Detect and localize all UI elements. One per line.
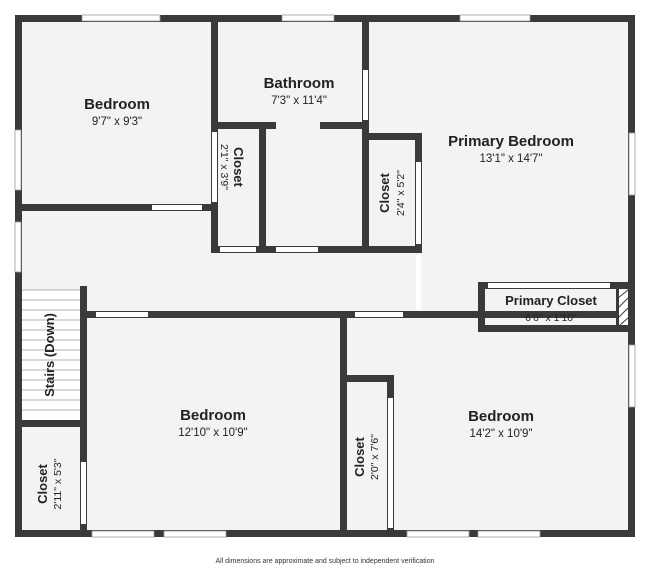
closet-se-name: Closet [352, 436, 367, 476]
windows [14, 14, 636, 538]
closet-primary-name: Closet [377, 172, 392, 212]
bedroom-sw-name: Bedroom [180, 407, 246, 424]
bedroom-se-dims: 14'2" x 10'9" [469, 428, 532, 440]
primary-closet-dims: 6'6" x 1'10" [525, 312, 577, 324]
primary-bedroom-name: Primary Bedroom [448, 133, 574, 150]
bedroom-nw-name: Bedroom [84, 96, 150, 113]
footer-disclaimer: All dimensions are approximate and subje… [215, 558, 434, 565]
bathroom-name: Bathroom [264, 75, 335, 92]
floor-area [15, 15, 635, 537]
stairs [22, 289, 80, 420]
primary-closet-hatch [616, 289, 629, 326]
stairs-label: Stairs (Down) [42, 313, 57, 397]
closet-primary-dims: 2'4" x 5'2" [395, 170, 407, 216]
primary-bedroom-dims: 13'1" x 14'7" [479, 153, 542, 165]
bathroom-dims: 7'3" x 11'4" [271, 95, 327, 107]
closet-sw-dims: 2'11" x 5'3" [52, 458, 64, 509]
bedroom-sw-dims: 12'10" x 10'9" [178, 427, 247, 439]
closet-se-dims: 2'0" x 7'6" [369, 434, 381, 480]
closet-sw-name: Closet [35, 463, 50, 503]
closet-hall-dims: 2'1" x 3'9" [218, 144, 230, 190]
closet-hall-name: Closet [231, 147, 246, 187]
bedroom-nw-dims: 9'7" x 9'3" [92, 116, 142, 128]
primary-closet-name: Primary Closet [505, 293, 597, 308]
bedroom-se-name: Bedroom [468, 408, 534, 425]
door-openings [81, 70, 610, 528]
